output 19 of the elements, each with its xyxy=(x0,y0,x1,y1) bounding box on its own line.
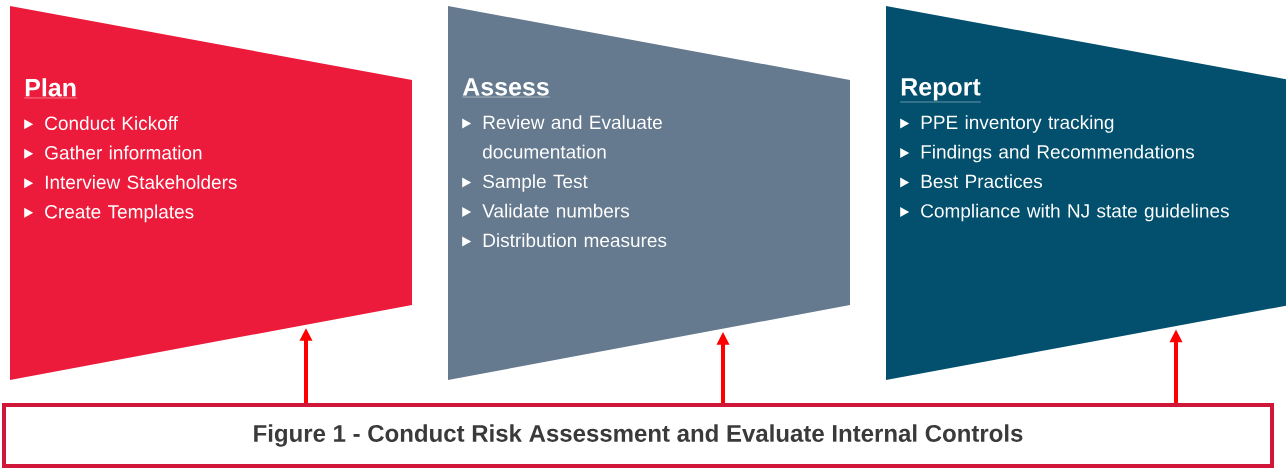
trapezoid-box xyxy=(886,6,1286,380)
list-item: Distribution measures xyxy=(462,233,667,248)
list-item: Validate numbers xyxy=(462,203,629,218)
list-item: PPE inventory tracking xyxy=(900,115,1114,133)
caption-box: Figure 1 - Conduct Risk Assessment and Evaluate Internal Controls xyxy=(2,403,1274,468)
list-item: Sample Test xyxy=(462,174,588,192)
list-item: Review and Evaluate documentation xyxy=(462,115,662,159)
list-item: Findings and Recommendations xyxy=(900,144,1195,163)
list-item: Best Practices xyxy=(900,174,1042,189)
list-item: Conduct Kickoff xyxy=(24,116,178,130)
heading: Report xyxy=(900,78,981,103)
list-item: Compliance with NJ state guidelines xyxy=(900,203,1229,222)
list-item: Create Templates xyxy=(24,204,194,223)
trapezoid-box xyxy=(448,6,850,380)
heading: Assess xyxy=(462,78,550,98)
trapezoid-box xyxy=(10,6,412,380)
list-item: Gather information xyxy=(24,145,202,160)
heading: Plan xyxy=(24,78,78,99)
list-item: Interview Stakeholders xyxy=(24,175,237,189)
